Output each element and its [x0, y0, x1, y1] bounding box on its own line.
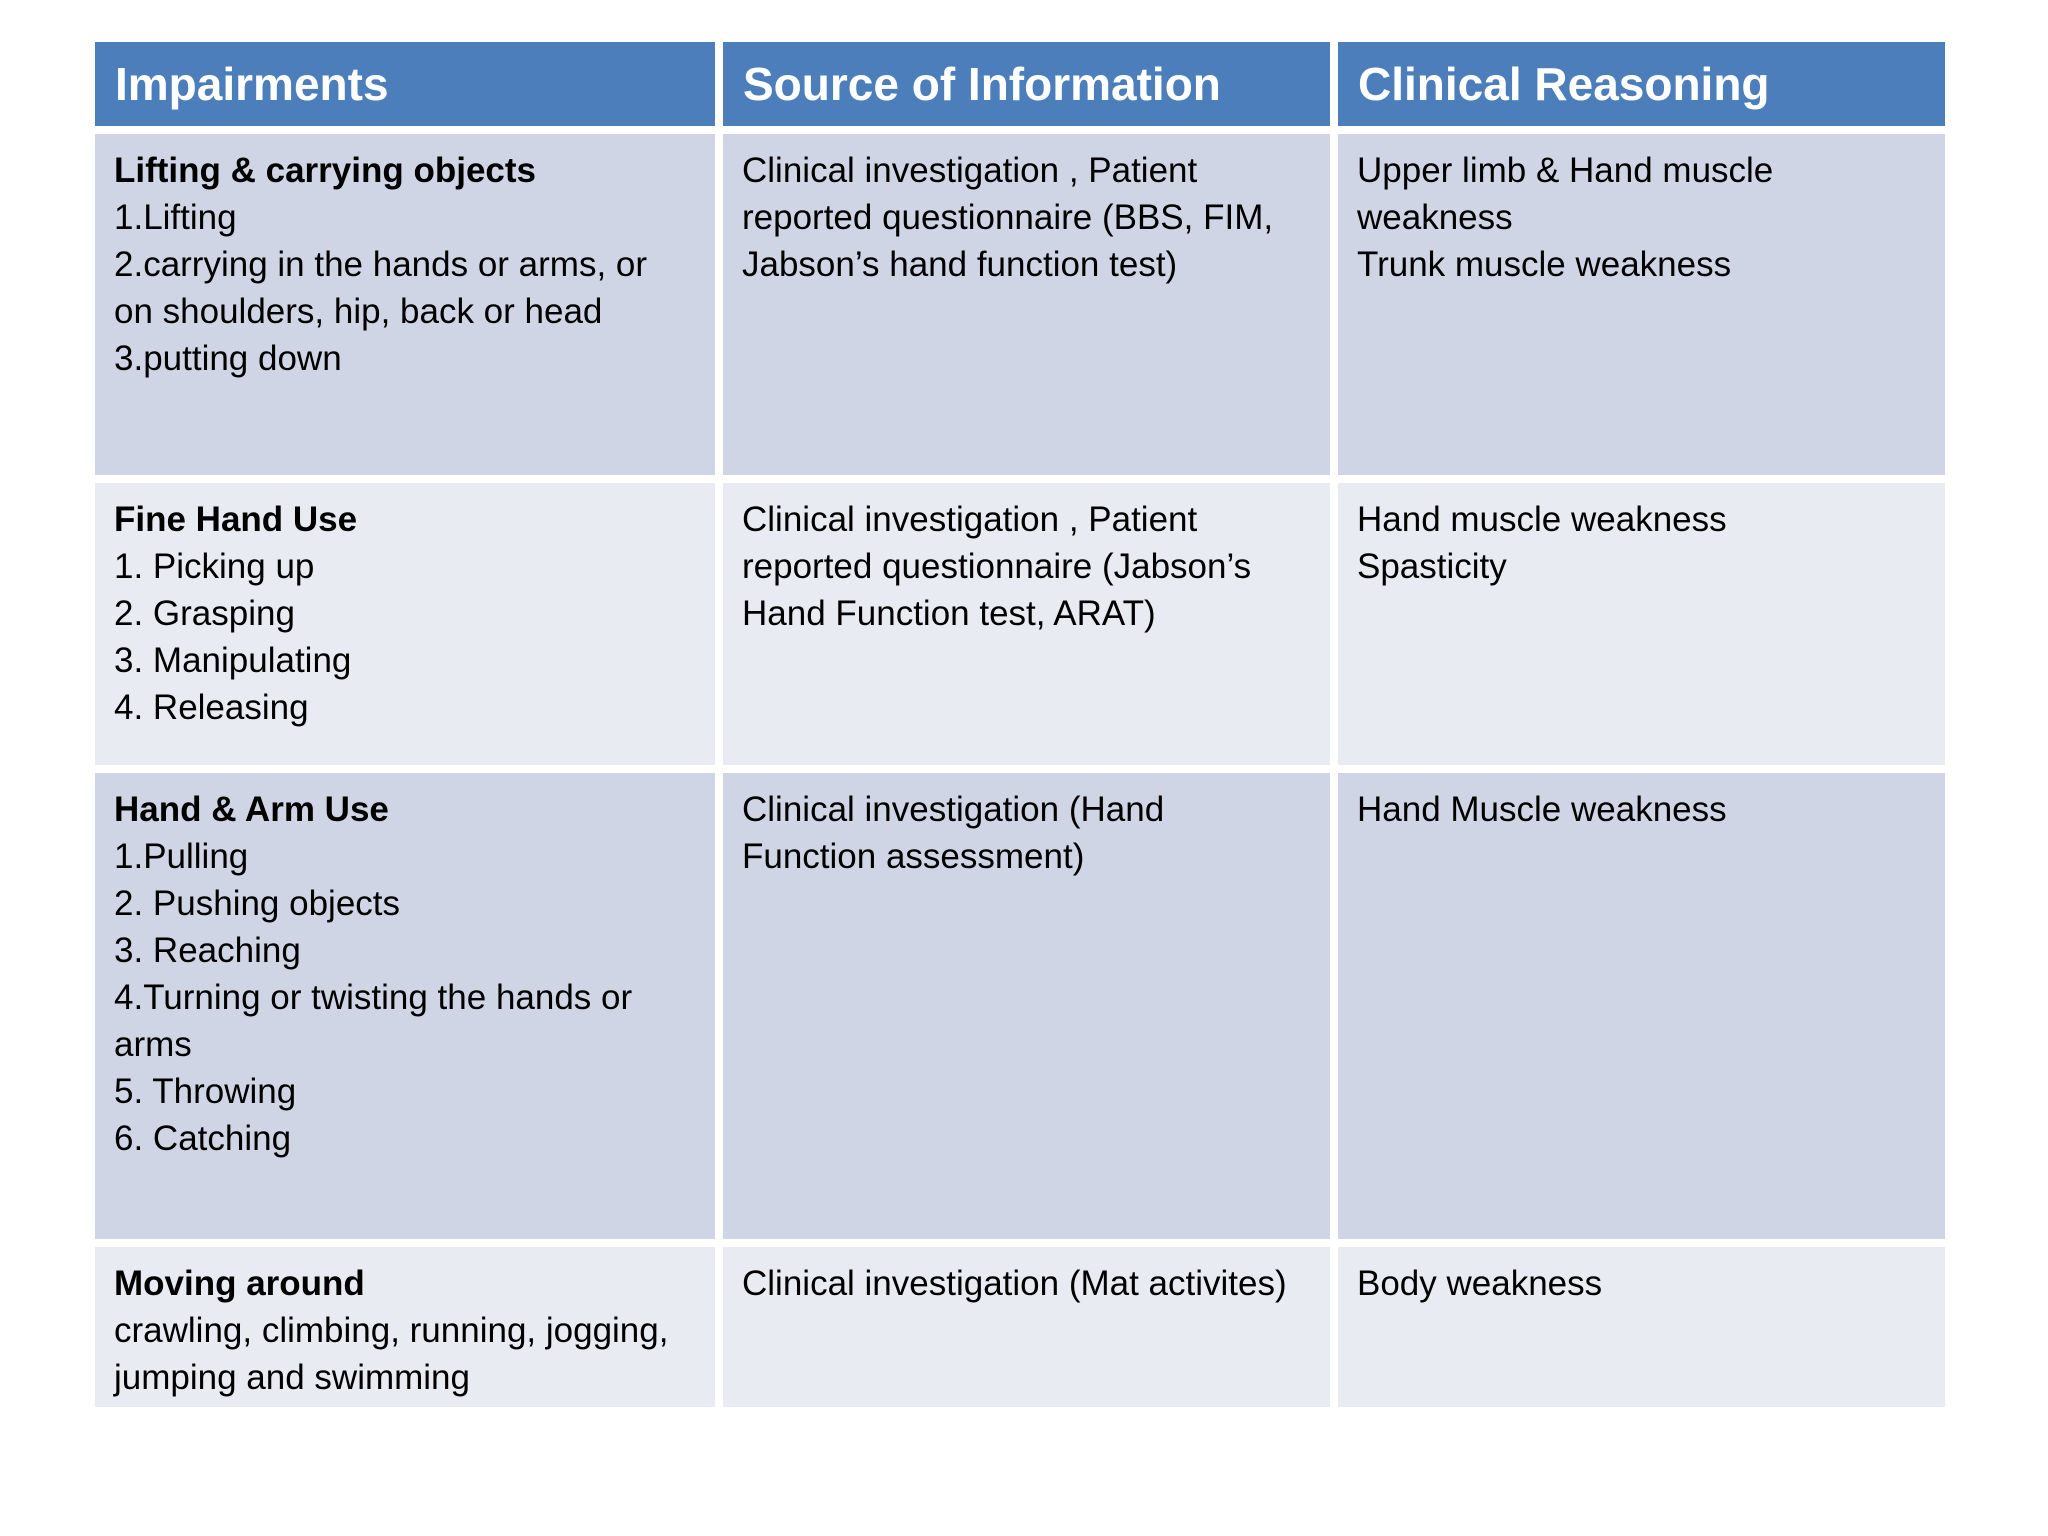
impairment-item: 5. Throwing: [114, 1072, 297, 1111]
impairments-table: Impairments Source of Information Clinic…: [95, 42, 1945, 1407]
reasoning-cell: Upper limb & Hand muscle weakness Trunk …: [1338, 134, 1945, 475]
reasoning-line: Body weakness: [1357, 1264, 1603, 1303]
impairment-item: 1.Lifting: [114, 198, 237, 237]
impairment-item: crawling, climbing, running, jogging, ju…: [114, 1311, 669, 1397]
reasoning-line: Hand Muscle weakness: [1357, 790, 1727, 829]
source-cell: Clinical investigation , Patient reporte…: [723, 483, 1330, 765]
impairment-item: 3. Reaching: [114, 931, 301, 970]
impairment-item: 3. Manipulating: [114, 641, 352, 680]
column-header-label: Source of Information: [743, 58, 1221, 110]
reasoning-line: Spasticity: [1357, 547, 1507, 586]
source-cell: Clinical investigation (Mat activites): [723, 1247, 1330, 1407]
impairment-item: 4.Turning or twisting the hands or arms: [114, 978, 633, 1064]
impairments-cell: Lifting & carrying objects 1.Lifting 2.c…: [95, 134, 715, 475]
impairments-cell: Hand & Arm Use 1.Pulling 2. Pushing obje…: [95, 773, 715, 1239]
impairment-item: 3.putting down: [114, 339, 342, 378]
column-header-label: Impairments: [115, 58, 389, 110]
reasoning-cell: Hand Muscle weakness: [1338, 773, 1945, 1239]
reasoning-line: Trunk muscle weakness: [1357, 245, 1732, 284]
cell-title: Hand & Arm Use: [114, 790, 389, 829]
impairment-item: 4. Releasing: [114, 688, 309, 727]
source-cell: Clinical investigation , Patient reporte…: [723, 134, 1330, 475]
impairments-cell: Moving around crawling, climbing, runnin…: [95, 1247, 715, 1407]
column-header-impairments: Impairments: [95, 42, 715, 126]
impairment-item: 6. Catching: [114, 1119, 292, 1158]
cell-title: Fine Hand Use: [114, 500, 358, 539]
cell-title: Lifting & carrying objects: [114, 151, 536, 190]
source-text: Clinical investigation (Hand Function as…: [742, 790, 1165, 876]
column-header-label: Clinical Reasoning: [1358, 58, 1770, 110]
source-text: Clinical investigation , Patient reporte…: [742, 151, 1274, 284]
source-text: Clinical investigation , Patient reporte…: [742, 500, 1252, 633]
source-text: Clinical investigation (Mat activites): [742, 1264, 1287, 1303]
impairment-item: 1.Pulling: [114, 837, 249, 876]
column-header-clinical-reasoning: Clinical Reasoning: [1338, 42, 1945, 126]
impairment-item: 2. Grasping: [114, 594, 295, 633]
reasoning-line: Hand muscle weakness: [1357, 500, 1727, 539]
source-cell: Clinical investigation (Hand Function as…: [723, 773, 1330, 1239]
reasoning-line: Upper limb & Hand muscle weakness: [1357, 151, 1774, 237]
reasoning-cell: Hand muscle weakness Spasticity: [1338, 483, 1945, 765]
column-header-source-of-information: Source of Information: [723, 42, 1330, 126]
impairments-cell: Fine Hand Use 1. Picking up 2. Grasping …: [95, 483, 715, 765]
impairment-item: 2. Pushing objects: [114, 884, 401, 923]
impairment-item: 1. Picking up: [114, 547, 315, 586]
impairment-item: 2.carrying in the hands or arms, or on s…: [114, 245, 648, 331]
cell-title: Moving around: [114, 1264, 365, 1303]
reasoning-cell: Body weakness: [1338, 1247, 1945, 1407]
